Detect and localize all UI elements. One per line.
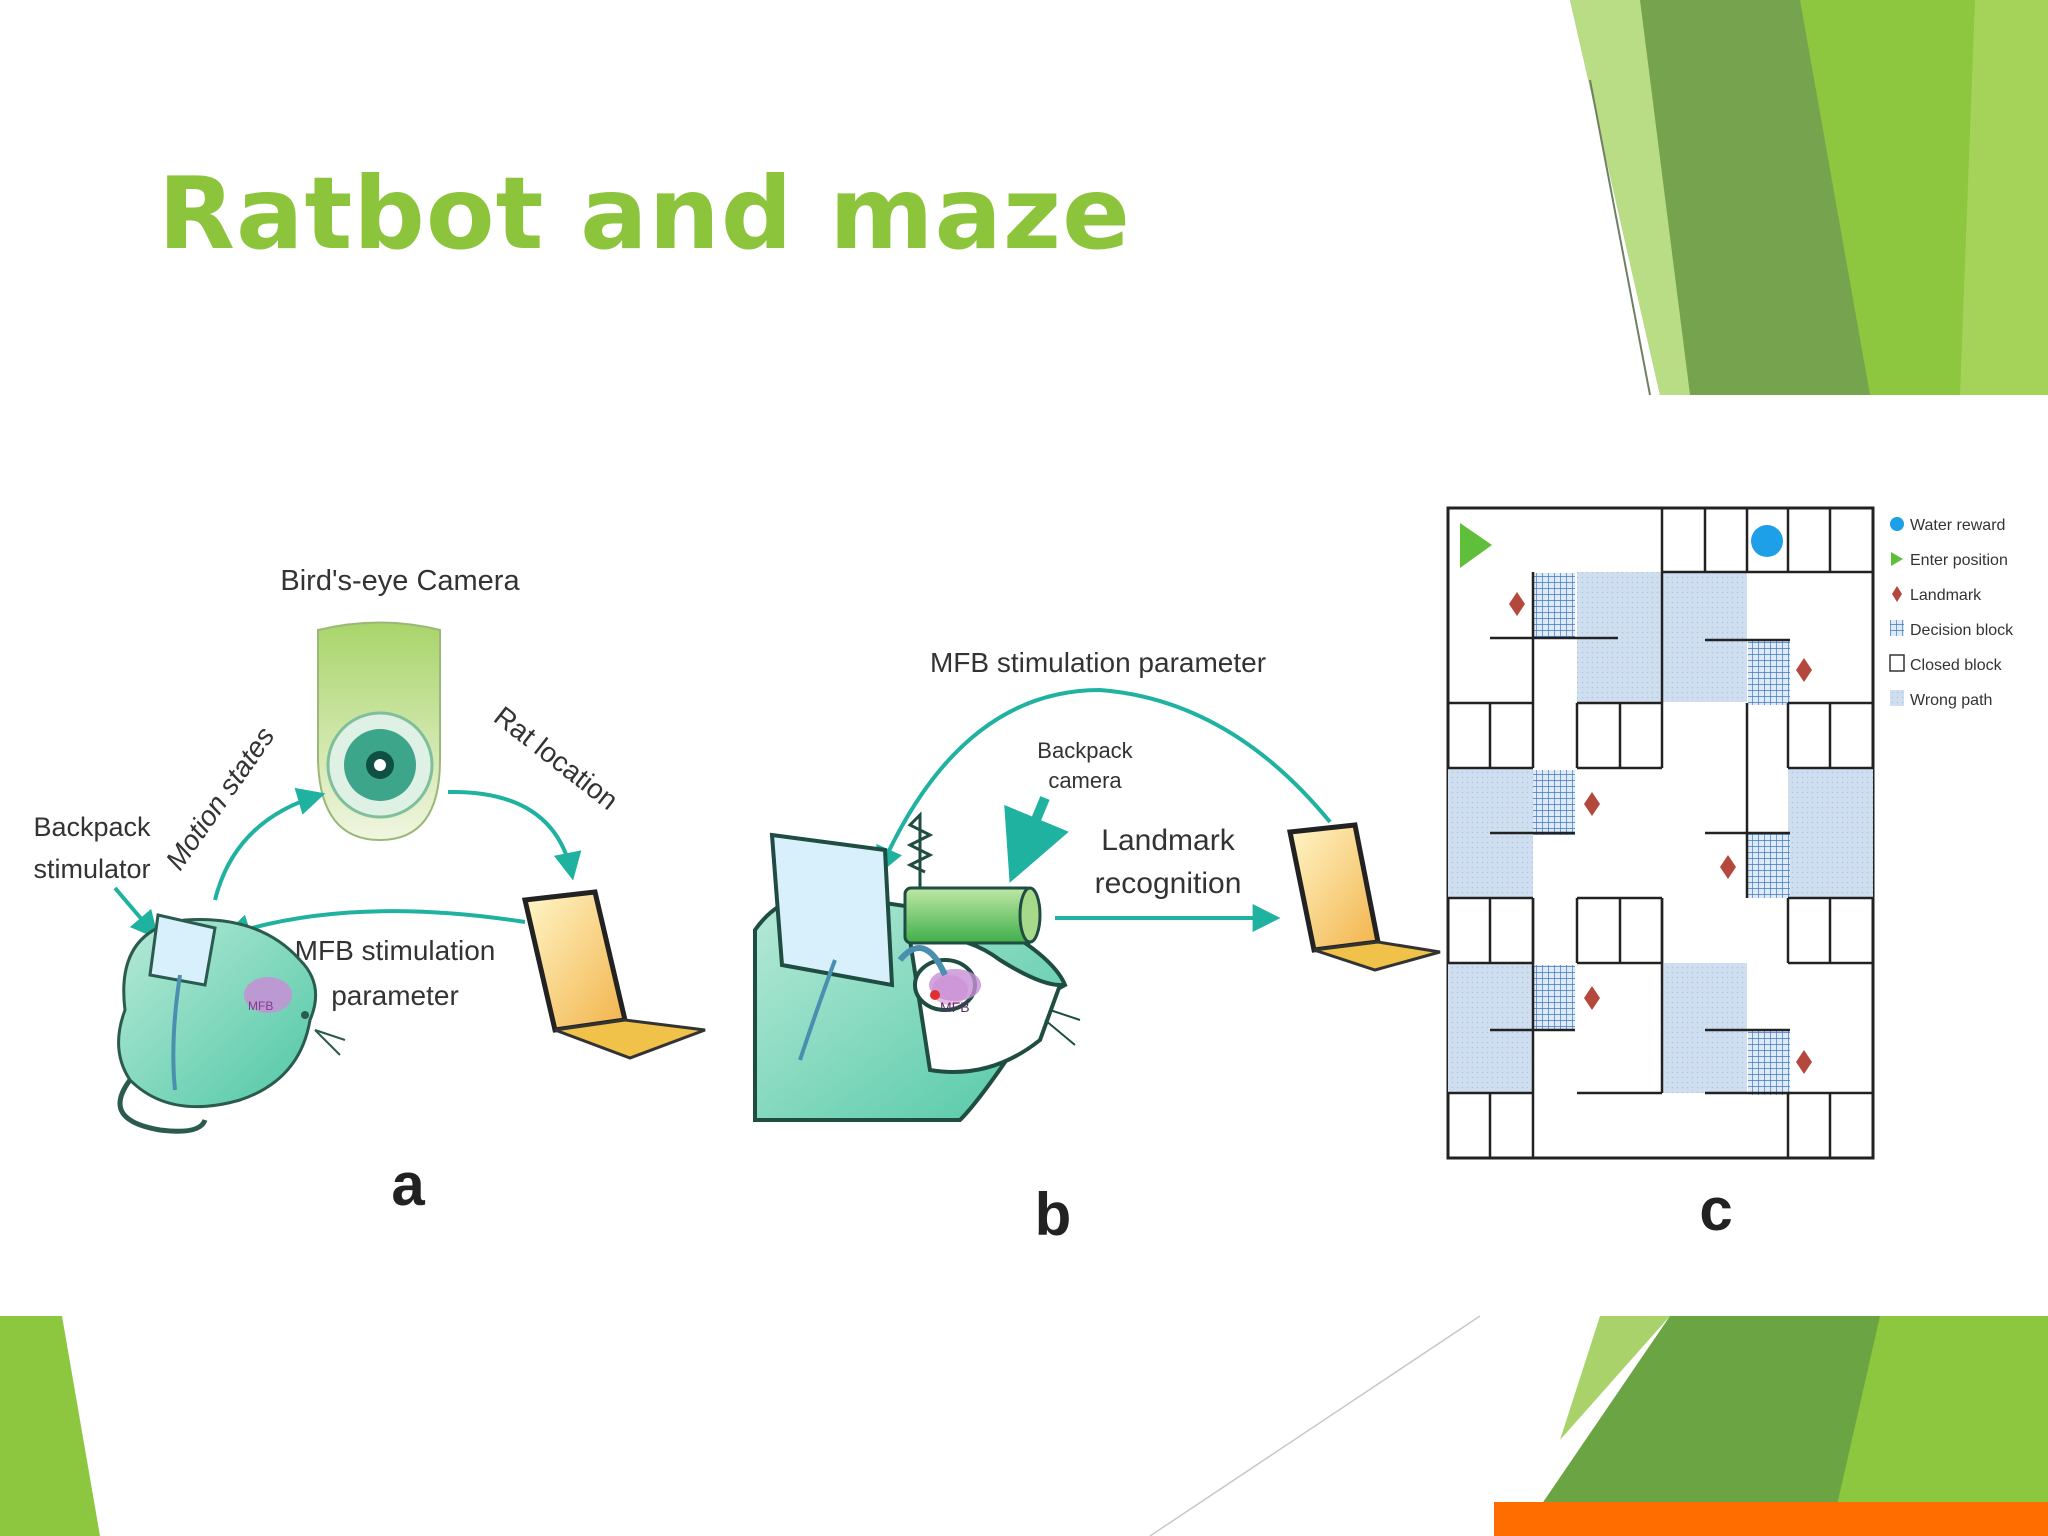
backpack-camera-label-2: camera (1048, 768, 1122, 793)
camera-label: Bird's-eye Camera (280, 565, 520, 597)
legend-water-reward-label: Water reward (1910, 517, 2005, 534)
legend-water-reward-icon (1890, 517, 1904, 531)
decision-block (1748, 640, 1790, 705)
enter-position-icon (1460, 523, 1492, 568)
top-right-edge-panel (1960, 0, 2048, 395)
bottom-orange-bar (1494, 1502, 2048, 1536)
bottom-thin-line (1149, 1315, 1481, 1536)
backpack-arrow (113, 886, 159, 940)
laptop-icon-a (521, 889, 706, 1060)
panel-a: Bird's-eye Camera Motion states Rat loca… (33, 565, 706, 1218)
water-reward-icon (1751, 525, 1783, 557)
closed-blocks (1448, 508, 1873, 1158)
panel-a-caption: a (391, 1151, 425, 1218)
top-right-thin-strip (1570, 0, 1690, 395)
legend-decision-block-label: Decision block (1910, 622, 2014, 639)
maze (1446, 506, 1875, 1160)
landmark-icon (1509, 592, 1525, 616)
legend-closed-block-label: Closed block (1910, 657, 2003, 674)
backpack-label-2: stimulator (33, 854, 150, 884)
bottom-left-panel (0, 1316, 100, 1536)
landmark-icon (1720, 855, 1736, 879)
backpack-label-1: Backpack (33, 812, 151, 842)
panel-c: Water reward Enter position Landmark Dec… (1446, 506, 2014, 1243)
maze-legend: Water reward Enter position Landmark Dec… (1889, 517, 2014, 709)
bottom-right-pale-panel (1560, 1316, 1670, 1440)
legend-landmark-label: Landmark (1910, 587, 1982, 604)
decision-block (1533, 965, 1575, 1030)
mfb-arrow-a (222, 909, 526, 942)
legend-closed-block-icon (1889, 654, 1905, 672)
slide-title: Ratbot and maze (158, 155, 1131, 272)
camera-icon (317, 621, 441, 842)
panel-c-caption: c (1699, 1176, 1732, 1243)
decision-block (1533, 770, 1575, 835)
rat-with-backpack-icon: MFB (117, 913, 346, 1134)
bottom-right-light-panel (1830, 1316, 2048, 1536)
rat-closeup-icon: MFB (753, 811, 1081, 1122)
legend-wrong-path-icon (1890, 690, 1904, 706)
landmark-label-1: Landmark (1101, 824, 1235, 857)
wrong-path-region (1662, 572, 1747, 702)
top-right-line (1589, 79, 1651, 396)
landmark-icon (1796, 1050, 1812, 1074)
decision-block (1533, 573, 1575, 638)
wrong-path-region (1662, 963, 1747, 1093)
landmark-icon (1584, 792, 1600, 816)
backpack-camera-label-1: Backpack (1037, 738, 1133, 763)
landmark-icon (1796, 658, 1812, 682)
landmark-icon (1584, 986, 1600, 1010)
landmark-label-2: recognition (1095, 867, 1242, 900)
legend-landmark-icon (1892, 586, 1902, 602)
legend-decision-block-icon (1890, 620, 1904, 636)
bottom-right-dark-panel (1520, 1316, 1880, 1536)
mfb-arrow-b (876, 687, 1332, 876)
wrong-path-region (1448, 963, 1533, 1093)
motion-arrow (213, 787, 326, 901)
decision-block (1748, 1030, 1790, 1095)
mfb-brain-label-b: MFB (940, 999, 970, 1015)
motion-states-label: Motion states (160, 721, 281, 875)
legend-enter-position-label: Enter position (1910, 552, 2008, 569)
landmarks (1509, 592, 1812, 1074)
legend-enter-position-icon (1891, 552, 1903, 566)
panel-b-caption: b (1035, 1181, 1072, 1248)
panel-b: MFB stimulation parameter Backpack camer… (753, 647, 1441, 1248)
backpack-camera-arrow (1004, 796, 1069, 883)
decision-block (1748, 833, 1790, 898)
legend-wrong-path-label: Wrong path (1910, 692, 1992, 709)
mfb-label-2: parameter (331, 980, 459, 1011)
location-arrow (447, 789, 582, 881)
mfb-param-label: MFB stimulation parameter (930, 647, 1266, 678)
mfb-brain-label-a: MFB (248, 999, 273, 1013)
laptop-icon-b (1287, 822, 1441, 972)
mfb-label-1: MFB stimulation (295, 935, 496, 966)
wrong-path-region (1788, 768, 1873, 898)
